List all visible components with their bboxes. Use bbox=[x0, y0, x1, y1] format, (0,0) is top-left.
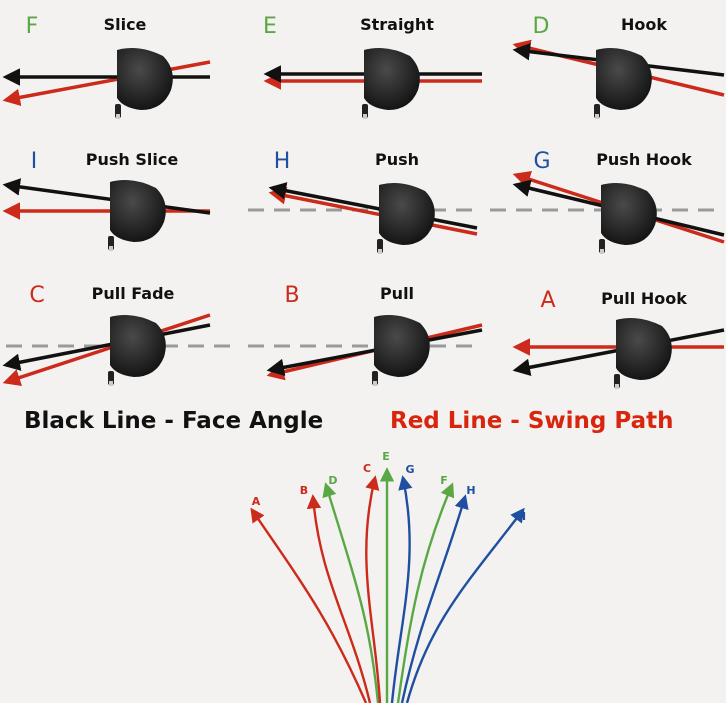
shot-panel-push-hook: G Push Hook bbox=[490, 149, 725, 254]
face-angle-arrow bbox=[2, 178, 211, 215]
trajectory-a bbox=[250, 507, 368, 703]
trajectory-label: A bbox=[252, 495, 261, 508]
trajectory-fan: A B D CE G F H I bbox=[250, 450, 526, 703]
trajectory-label: G bbox=[405, 463, 414, 476]
trajectory-label: D bbox=[328, 474, 337, 487]
trajectory-f bbox=[396, 482, 455, 703]
shot-panel-pull: B Pull bbox=[248, 283, 483, 386]
trajectory-label: C bbox=[363, 462, 371, 475]
shot-panel-push-slice: I Push Slice bbox=[2, 149, 211, 251]
trajectory-g bbox=[390, 475, 413, 703]
shot-letter: B bbox=[284, 283, 299, 308]
shot-panel-slice: F Slice bbox=[2, 14, 211, 119]
trajectory-b bbox=[306, 494, 372, 703]
trajectory-label: H bbox=[466, 484, 475, 497]
shot-letter: A bbox=[540, 288, 555, 313]
trajectory-label: E bbox=[382, 450, 390, 463]
swing-path-arrow bbox=[2, 60, 211, 107]
trajectory-label: I bbox=[522, 510, 526, 523]
face-angle-arrow bbox=[268, 182, 478, 230]
shot-letter: F bbox=[26, 14, 39, 39]
shot-letter: H bbox=[274, 149, 291, 174]
legend-face-angle: Black Line - Face Angle bbox=[24, 408, 323, 434]
trajectory-h bbox=[400, 494, 469, 703]
shot-panel-push: H Push bbox=[248, 149, 480, 254]
shot-panel-pull-hook: A Pull Hook bbox=[512, 288, 725, 389]
shot-title: Pull Fade bbox=[92, 284, 175, 303]
club-head-icon bbox=[594, 48, 652, 119]
trajectory-label: B bbox=[300, 484, 308, 497]
club-head-icon bbox=[108, 180, 166, 251]
shot-title: Pull Hook bbox=[601, 289, 687, 308]
shot-letter: I bbox=[31, 149, 38, 174]
trajectory-label: F bbox=[440, 474, 448, 487]
legend-swing-path: Red Line - Swing Path bbox=[390, 408, 674, 434]
shot-title: Push bbox=[375, 150, 419, 169]
swing-path-arrow bbox=[2, 313, 211, 386]
trajectory-i bbox=[405, 507, 525, 703]
face-angle-arrow bbox=[2, 323, 211, 371]
club-head-icon bbox=[108, 315, 166, 386]
club-head-icon bbox=[362, 48, 420, 119]
shot-title: Push Slice bbox=[86, 150, 179, 169]
club-head-icon bbox=[599, 183, 657, 254]
club-head-icon bbox=[115, 48, 173, 119]
swing-path-arrow bbox=[268, 187, 478, 236]
shot-panel-hook: D Hook bbox=[512, 14, 725, 119]
shot-letter: D bbox=[533, 14, 550, 39]
shot-letter: C bbox=[29, 283, 44, 308]
shot-letter: G bbox=[533, 149, 550, 174]
trajectory-d bbox=[322, 482, 380, 703]
trajectory-c bbox=[365, 475, 382, 703]
shot-title: Straight bbox=[360, 15, 434, 34]
shot-title: Pull bbox=[380, 284, 414, 303]
club-head-icon bbox=[377, 183, 435, 254]
shot-letter: E bbox=[263, 14, 277, 39]
shot-panel-pull-fade: C Pull Fade bbox=[2, 283, 238, 386]
shot-title: Hook bbox=[621, 15, 667, 34]
shot-title: Push Hook bbox=[596, 150, 692, 169]
club-head-icon bbox=[614, 318, 672, 389]
shot-panel-straight: E Straight bbox=[263, 14, 482, 119]
club-head-icon bbox=[372, 315, 430, 386]
shot-title: Slice bbox=[104, 15, 147, 34]
